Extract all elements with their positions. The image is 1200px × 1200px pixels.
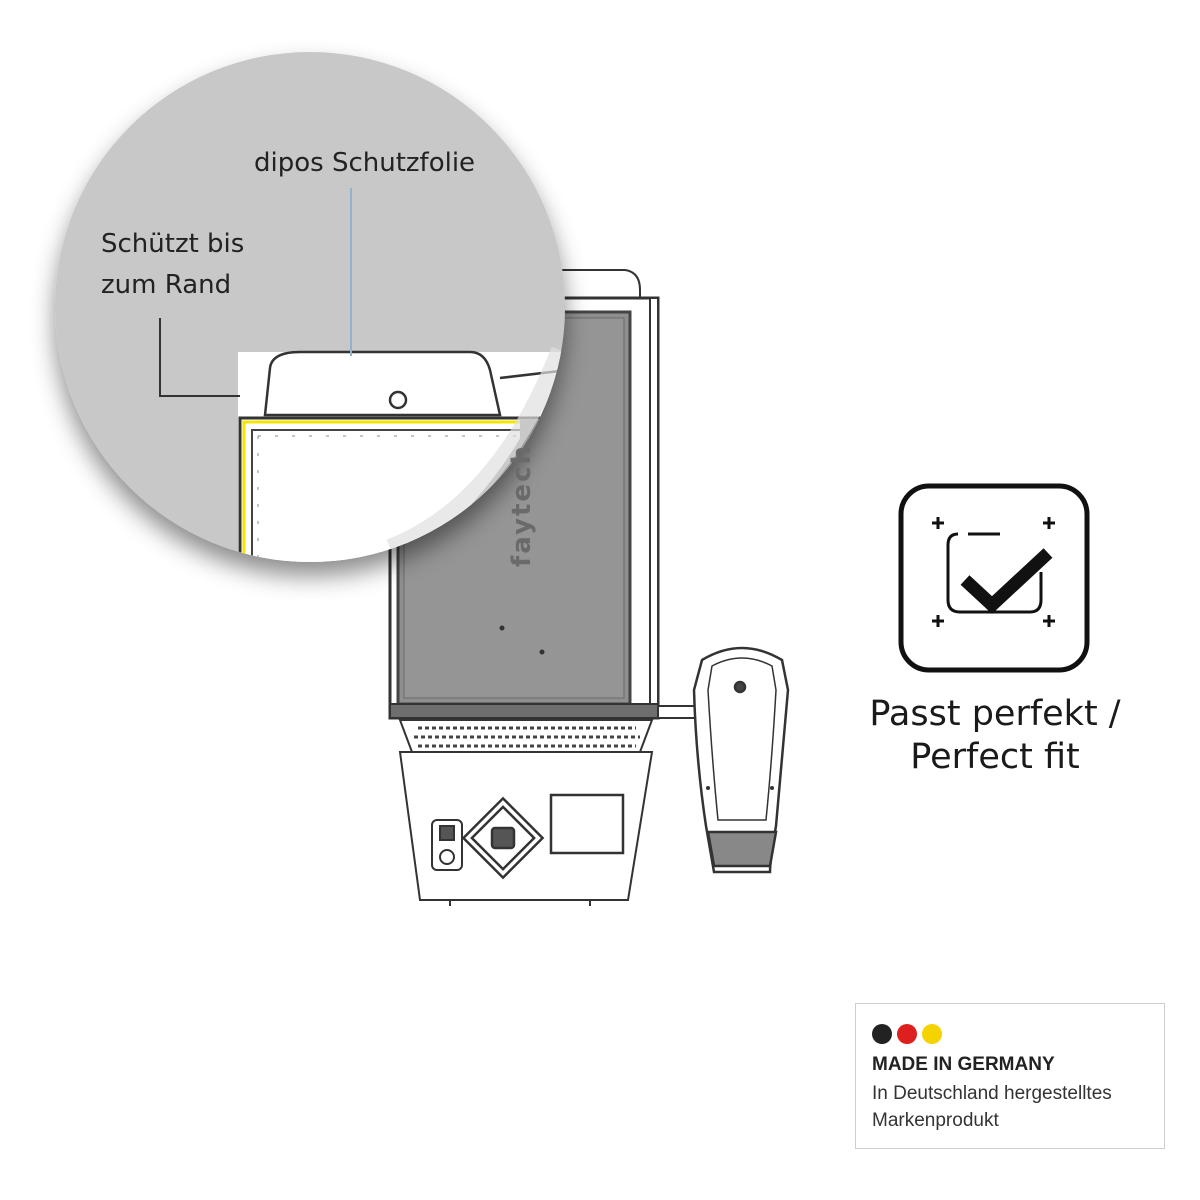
dpad (461, 796, 545, 880)
caption-line-2: Perfect fit (910, 737, 1080, 777)
edge-highlight (242, 420, 565, 562)
handheld-scanner (692, 646, 790, 874)
flag-dot-black (872, 1024, 892, 1044)
perfect-fit-caption: Passt perfekt / Perfect fit (850, 693, 1140, 779)
made-in-germany-title: MADE IN GERMANY (872, 1054, 1055, 1075)
caption-line-1: Passt perfekt / (869, 694, 1121, 734)
flag-dot-gold (922, 1024, 942, 1044)
checkmark-in-frame-icon (898, 483, 1090, 673)
flag-dot-red (897, 1024, 917, 1044)
edge-protection-label: Schützt bis zum Rand (101, 229, 245, 300)
protector-label: dipos Schutzfolie (254, 148, 476, 178)
made-in-germany-description: In Deutschland hergestelltes Markenprodu… (872, 1083, 1112, 1131)
made-in-germany-badge: MADE IN GERMANY In Deutschland hergestel… (855, 1003, 1165, 1149)
brand-text: faytech (507, 444, 537, 567)
